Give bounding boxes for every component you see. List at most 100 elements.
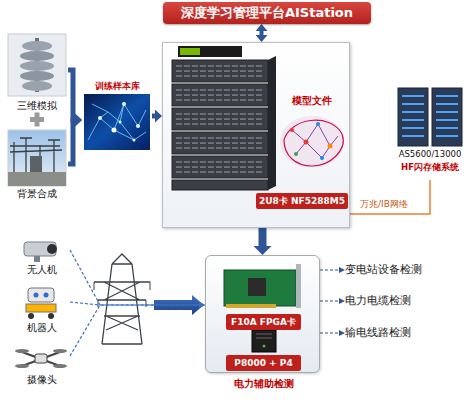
gpu-card <box>178 46 242 57</box>
output-node: 变电站设备检测 <box>345 262 437 278</box>
camera-picture <box>24 242 57 262</box>
server-frame-ground <box>162 42 350 228</box>
connector <box>152 114 155 119</box>
node-text: 输电线路检测 <box>345 325 411 341</box>
server-rack <box>176 66 264 172</box>
sample-library-picture <box>88 104 146 140</box>
brain-picture <box>320 156 324 160</box>
sample-library-picture <box>84 94 150 150</box>
simulation-picture <box>8 34 66 96</box>
fpga-card-picture <box>248 278 266 296</box>
node-text: 摄像头 <box>27 374 57 386</box>
node-text: HF闪存储系统 <box>401 161 459 173</box>
simulation-picture <box>22 81 52 91</box>
drone-picture <box>15 349 29 353</box>
sample-library-picture <box>119 121 122 124</box>
server-box: 模型文件2U8卡 NF5288M5 <box>162 42 350 228</box>
camera-picture <box>24 242 56 256</box>
fpga-card-picture <box>224 270 296 306</box>
node-text: 电力辅助检测 <box>234 378 294 390</box>
brain-picture <box>280 116 344 168</box>
robot-picture <box>34 293 39 298</box>
image-node: 背景合成 <box>6 128 68 202</box>
background-picture <box>8 172 66 186</box>
storage-picture <box>398 88 462 146</box>
connector <box>70 302 199 305</box>
connector-label: 万兆/IB网络 <box>358 199 410 210</box>
simulation-picture <box>22 41 52 51</box>
brain-picture <box>292 124 338 158</box>
robot-picture <box>48 313 54 319</box>
brain-picture <box>316 122 320 126</box>
robot-picture <box>44 293 49 298</box>
drone-picture <box>15 364 29 368</box>
detection-box-ground <box>205 255 320 373</box>
brain-picture <box>304 140 309 145</box>
detection-box-ground <box>205 255 320 373</box>
brain-picture <box>328 144 333 149</box>
server-rack <box>172 180 268 190</box>
node-text: F10A FPGA卡 <box>231 315 296 329</box>
brain-picture <box>284 120 343 166</box>
simulation-picture <box>20 51 54 61</box>
robot-picture <box>28 313 34 319</box>
connector <box>320 269 339 270</box>
connector <box>320 332 339 333</box>
connector <box>68 120 75 164</box>
sample-library-picture <box>122 102 126 106</box>
node-text: P8000 + P4 <box>234 356 292 370</box>
node-text: AS5600/13000 <box>399 148 462 160</box>
device-node: 机器人 <box>14 282 70 336</box>
drone-picture <box>53 364 67 368</box>
connector <box>70 305 199 356</box>
output-node: 输电线路检测 <box>345 325 437 341</box>
server-frame-ground <box>162 42 350 228</box>
inference-box: 电力辅助检测F10A FPGA卡P8000 + P4 <box>205 255 320 373</box>
sample-library-picture <box>84 94 150 150</box>
output-node: 电力电缆检测 <box>345 293 437 309</box>
fpga-card-picture <box>224 264 301 308</box>
server-band: 2U8卡 NF5288M5 <box>256 193 348 209</box>
sample-library-picture <box>133 139 136 142</box>
hardware-band: F10A FPGA卡 <box>226 314 301 330</box>
drone-picture <box>53 349 67 353</box>
node-text: 深度学习管理平台AIStation <box>181 2 353 24</box>
node-text: 无人机 <box>27 264 57 276</box>
title-banner: 深度学习管理平台AIStation <box>163 2 371 24</box>
storage-picture <box>402 96 458 136</box>
connector <box>350 180 430 214</box>
node-text: 2U8卡 NF5288M5 <box>259 194 345 208</box>
camera-picture <box>34 256 40 262</box>
connector <box>70 250 199 305</box>
sample-library-picture <box>112 128 117 133</box>
transmission-tower <box>94 282 150 307</box>
robot-picture <box>26 304 56 312</box>
workstation-picture <box>252 330 276 352</box>
plus-sign <box>30 113 44 127</box>
simulation-picture <box>8 34 66 96</box>
node-text: 变电站设备检测 <box>345 262 422 278</box>
node-text: 背景合成 <box>17 188 57 200</box>
connector <box>260 31 264 35</box>
node-text: 电力电缆检测 <box>345 293 411 309</box>
background-picture <box>30 156 42 172</box>
image-node: 三维模拟 <box>6 34 68 114</box>
transmission-tower <box>94 254 150 344</box>
fpga-card-picture <box>226 304 276 308</box>
image-node: 训练样本库 <box>82 80 152 152</box>
background-picture <box>10 138 62 172</box>
storage-node: AS5600/13000HF闪存储系统 <box>391 84 469 180</box>
server-rack <box>268 56 276 190</box>
brain-picture <box>280 116 344 168</box>
hardware-band: P8000 + P4 <box>226 355 301 371</box>
node-text: 训练样本库 <box>95 80 140 92</box>
transmission-tower <box>94 254 150 344</box>
robot-picture <box>26 288 56 319</box>
gpu-card <box>178 46 242 57</box>
fpga-card-picture <box>296 264 301 308</box>
gpu-card <box>180 48 200 55</box>
drone-picture <box>15 349 67 368</box>
connector <box>68 70 75 120</box>
simulation-picture <box>20 71 54 81</box>
sample-library-picture <box>136 124 140 128</box>
